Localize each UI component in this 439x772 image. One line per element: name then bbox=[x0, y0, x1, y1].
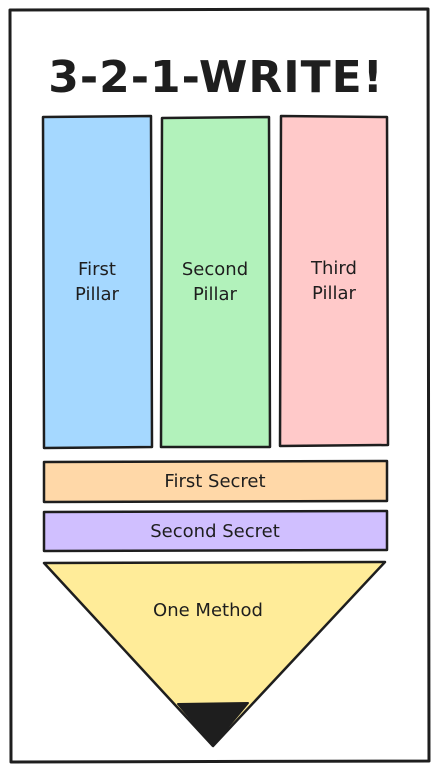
pillar-first-box bbox=[41, 114, 154, 450]
pillar-third-label-line2: Pillar bbox=[312, 283, 356, 304]
method-pencil: One Method bbox=[42, 560, 387, 748]
pillar-third: Third Pillar bbox=[278, 114, 390, 448]
pencil-tip bbox=[177, 702, 249, 746]
pillar-third-box bbox=[278, 114, 390, 448]
pillar-first-label-line2: Pillar bbox=[75, 284, 119, 305]
pillar-second-box bbox=[159, 115, 272, 449]
secret-second-box bbox=[42, 509, 389, 553]
page-title: 3-2-1-WRITE! bbox=[48, 52, 384, 103]
method-label: One Method bbox=[153, 600, 263, 621]
pillar-second-label-line2: Pillar bbox=[193, 284, 237, 305]
pillar-third-label-line1: Third bbox=[310, 258, 357, 279]
pillar-first: First Pillar bbox=[41, 114, 154, 450]
secret-first-box bbox=[42, 459, 389, 504]
pillar-second: Second Pillar bbox=[159, 115, 272, 449]
pillar-second-label-line1: Second bbox=[182, 259, 248, 280]
pillar-first-label-line1: First bbox=[78, 259, 116, 280]
secret-first: First Secret bbox=[42, 459, 389, 504]
secret-second: Second Secret bbox=[42, 509, 389, 553]
secret-second-label: Second Secret bbox=[150, 521, 280, 542]
method-triangle bbox=[42, 560, 387, 748]
secret-first-label: First Secret bbox=[164, 471, 265, 492]
